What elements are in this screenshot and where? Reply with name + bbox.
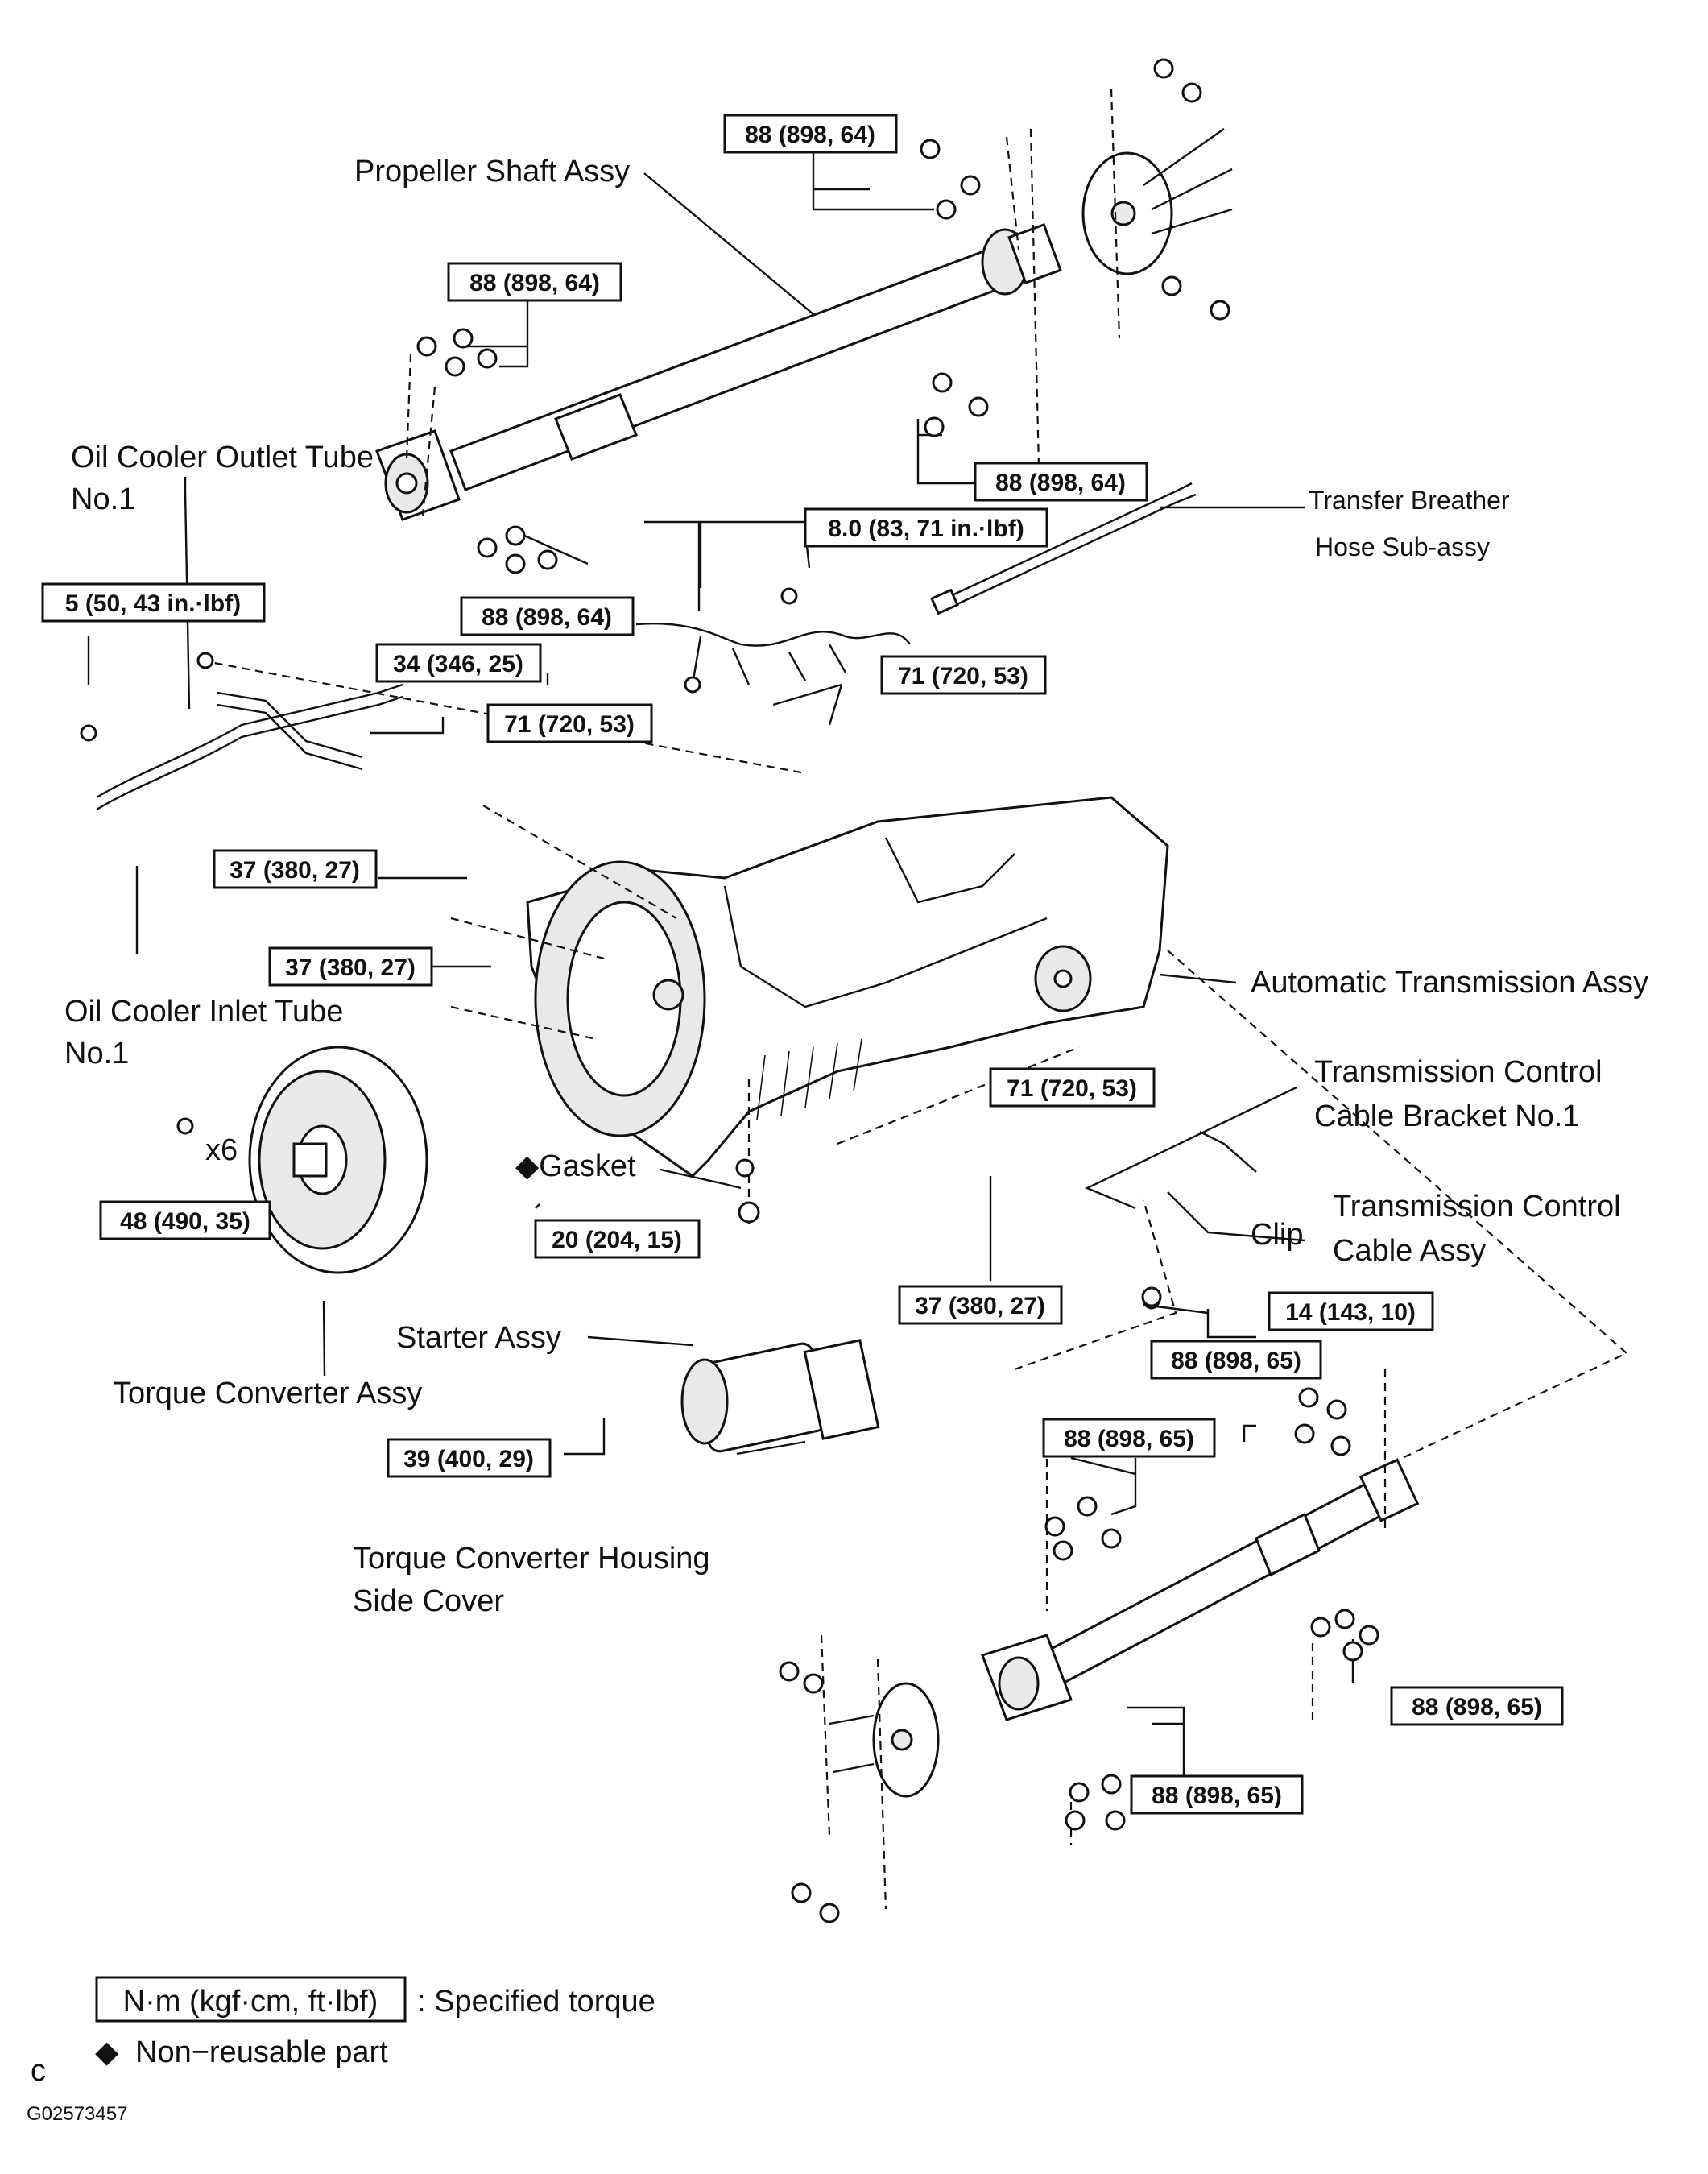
legend-nonreusable-desc: Non−reusable part [135, 2035, 388, 2069]
nonreusable-symbol: ◆ [95, 2035, 119, 2069]
label-tc-cable-2: Cable Assy [1333, 1234, 1486, 1268]
automatic-transmission [526, 796, 1169, 1178]
svg-text:14 (143, 10): 14 (143, 10) [1285, 1299, 1416, 1326]
torque-box-5: 88 (898, 64) [460, 596, 635, 636]
label-oil-cooler-inlet-1: Oil Cooler Inlet Tube [64, 995, 343, 1029]
oil-cooler-tubes [96, 683, 403, 811]
svg-text:88 (898, 65): 88 (898, 65) [1412, 1694, 1542, 1721]
torque-box-14: 20 (204, 15) [534, 1219, 701, 1259]
wire-harness [635, 623, 911, 685]
svg-text:20 (204, 15): 20 (204, 15) [552, 1227, 682, 1253]
torque-box-1: 88 (898, 64) [723, 114, 898, 154]
svg-text:48 (490, 35): 48 (490, 35) [120, 1208, 250, 1235]
torque-box-3: 88 (898, 64) [974, 462, 1148, 502]
label-tc-housing-cover-2: Side Cover [353, 1584, 504, 1618]
label-clip: Clip [1251, 1218, 1303, 1252]
torque-box-21: 88 (898, 65) [1130, 1774, 1304, 1815]
svg-text:8.0 (83, 71 in.·lbf): 8.0 (83, 71 in.·lbf) [828, 516, 1024, 542]
label-torque-converter: Torque Converter Assy [113, 1377, 422, 1410]
fasteners [80, 58, 1379, 1923]
label-starter: Starter Assy [396, 1321, 561, 1355]
svg-text:88 (898, 65): 88 (898, 65) [1152, 1783, 1282, 1809]
torque-box-13: 48 (490, 35) [99, 1200, 271, 1240]
svg-text:88 (898, 64): 88 (898, 64) [995, 470, 1126, 496]
label-tc-cable-1: Transmission Control [1333, 1190, 1621, 1224]
torque-box-7: 34 (346, 25) [375, 643, 542, 683]
leader-lines [87, 139, 1354, 1792]
svg-text:5 (50, 43 in.·lbf): 5 (50, 43 in.·lbf) [65, 590, 241, 617]
label-automatic-transmission: Automatic Transmission Assy [1251, 966, 1648, 1000]
label-gasket: ◆Gasket [515, 1149, 636, 1183]
label-tc-bracket-2: Cable Bracket No.1 [1314, 1099, 1580, 1133]
legend-torque-box [95, 1976, 407, 2023]
torque-box-2: 88 (898, 64) [447, 262, 622, 302]
label-oil-cooler-outlet-2: No.1 [71, 482, 135, 516]
label-oil-cooler-outlet-1: Oil Cooler Outlet Tube [71, 441, 374, 474]
label-tc-bracket-1: Transmission Control [1314, 1055, 1603, 1089]
part-labels: Propeller Shaft Assy Oil Cooler Outlet T… [64, 155, 1648, 1618]
torque-box-6: 5 (50, 43 in.·lbf) [41, 582, 266, 623]
label-x6: x6 [205, 1133, 238, 1167]
legend-torque-desc: : Specified torque [417, 1985, 655, 2019]
torque-box-12: 71 (720, 53) [989, 1067, 1156, 1108]
label-transfer-breather-1: Transfer Breather [1309, 486, 1510, 515]
legend: N·m (kgf·cm, ft·lbf) : Specified torque … [27, 1976, 655, 2125]
svg-text:71 (720, 53): 71 (720, 53) [898, 663, 1028, 689]
torque-box-17: 88 (898, 65) [1150, 1340, 1322, 1380]
torque-box-15: 37 (380, 27) [898, 1285, 1063, 1325]
label-tc-housing-cover-1: Torque Converter Housing [353, 1542, 710, 1576]
legend-torque-units: N·m (kgf·cm, ft·lbf) [123, 1985, 378, 2019]
footer-letter: c [31, 2054, 46, 2088]
figure-id: G02573457 [27, 2103, 127, 2125]
svg-text:88 (898, 65): 88 (898, 65) [1171, 1348, 1301, 1374]
svg-text:37 (380, 27): 37 (380, 27) [230, 857, 360, 884]
torque-box-4: 8.0 (83, 71 in.·lbf) [804, 507, 1048, 548]
svg-text:88 (898, 64): 88 (898, 64) [745, 122, 875, 148]
torque-boxes: 88 (898, 64) 88 (898, 64) 88 (898, 64) 8… [41, 114, 1564, 1815]
torque-box-10: 37 (380, 27) [213, 849, 378, 889]
torque-converter [248, 1046, 428, 1274]
svg-text:88 (898, 64): 88 (898, 64) [482, 604, 612, 631]
svg-text:39 (400, 29): 39 (400, 29) [403, 1446, 534, 1472]
propeller-shaft-upper [375, 128, 1233, 521]
svg-text:71 (720, 53): 71 (720, 53) [504, 711, 635, 738]
svg-text:88 (898, 64): 88 (898, 64) [469, 270, 600, 296]
label-transfer-breather-2: Hose Sub-assy [1315, 532, 1490, 561]
torque-box-19: 88 (898, 65) [1042, 1418, 1216, 1458]
transfer-breather-hose [930, 482, 1197, 615]
torque-box-9: 71 (720, 53) [486, 703, 653, 743]
dashed-leaders [201, 88, 1628, 1910]
label-propeller-shaft-top: Propeller Shaft Assy [354, 155, 630, 188]
label-oil-cooler-inlet-2: No.1 [64, 1037, 129, 1070]
svg-text:71 (720, 53): 71 (720, 53) [1007, 1075, 1137, 1102]
svg-text:37 (380, 27): 37 (380, 27) [915, 1293, 1045, 1319]
torque-box-18: 39 (400, 29) [387, 1438, 552, 1478]
svg-text:34 (346, 25): 34 (346, 25) [393, 651, 523, 677]
torque-box-20: 88 (898, 65) [1390, 1686, 1564, 1726]
propeller-shaft-lower [829, 1458, 1420, 1798]
torque-box-11: 37 (380, 27) [268, 946, 433, 987]
starter [680, 1339, 880, 1453]
torque-box-8: 71 (720, 53) [880, 655, 1047, 695]
torque-box-16: 14 (143, 10) [1268, 1291, 1434, 1331]
svg-text:37 (380, 27): 37 (380, 27) [285, 954, 416, 981]
svg-text:88 (898, 65): 88 (898, 65) [1064, 1426, 1194, 1452]
